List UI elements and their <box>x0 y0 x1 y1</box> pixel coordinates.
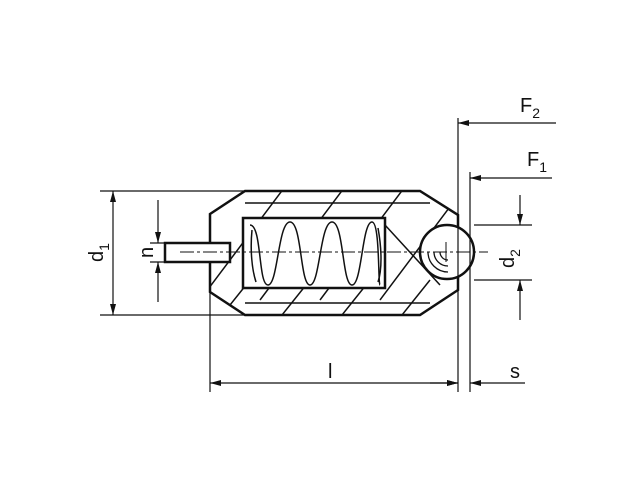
label-d1-subscript: 1 <box>96 243 112 251</box>
label-d2-main: d <box>497 257 519 268</box>
label-f2-main: F <box>520 95 532 117</box>
label-f1: F1 <box>527 149 547 175</box>
label-f2-subscript: 2 <box>532 105 540 121</box>
spring <box>249 221 381 286</box>
label-d2-subscript: 2 <box>507 249 523 257</box>
label-d1: d1 <box>86 243 112 262</box>
label-s: s <box>510 361 520 383</box>
label-d1-main: d <box>86 251 108 262</box>
dimension-lines <box>110 120 556 386</box>
label-f1-subscript: 1 <box>539 159 547 175</box>
label-n: n <box>136 247 158 258</box>
label-d2: d2 <box>497 249 523 268</box>
label-l: l <box>328 361 332 383</box>
label-f1-main: F <box>527 149 539 171</box>
label-f2: F2 <box>520 95 540 121</box>
spring-end-coils <box>250 227 382 283</box>
reference-lines <box>100 118 532 392</box>
